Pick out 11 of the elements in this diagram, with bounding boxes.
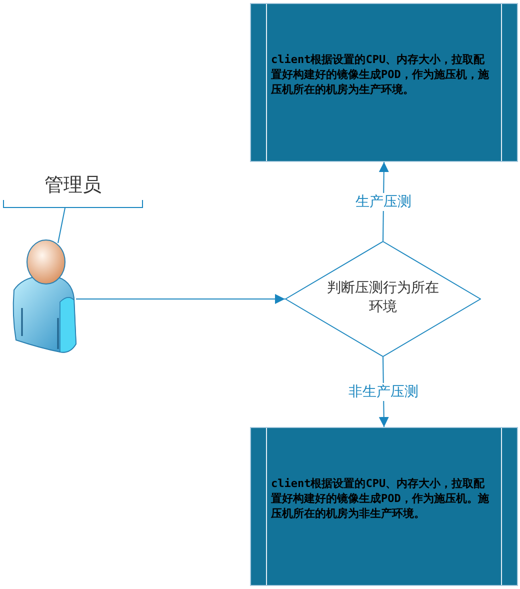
edge-label: 非生产压测 xyxy=(346,383,420,401)
decision-text: 判断压测行为所在环境 xyxy=(326,279,440,317)
process-text: client根据设置的CPU、内存大小，拉取配置好构建好的镜像生成POD，作为施压机，施压机所在的机房为生产环境。 xyxy=(271,52,490,97)
process-text: client根据设置的CPU、内存大小，拉取配置好构建好的镜像生成POD，作为施压机。施压机所在的机房为非生产环境。 xyxy=(271,476,490,521)
decision-diamond xyxy=(285,241,481,357)
leader-line xyxy=(58,208,66,244)
process-box xyxy=(250,427,518,586)
callout-text: 管理员 xyxy=(44,173,102,198)
edge-label: 生产压测 xyxy=(354,192,414,210)
arrow xyxy=(76,294,286,304)
process-box xyxy=(250,3,518,162)
